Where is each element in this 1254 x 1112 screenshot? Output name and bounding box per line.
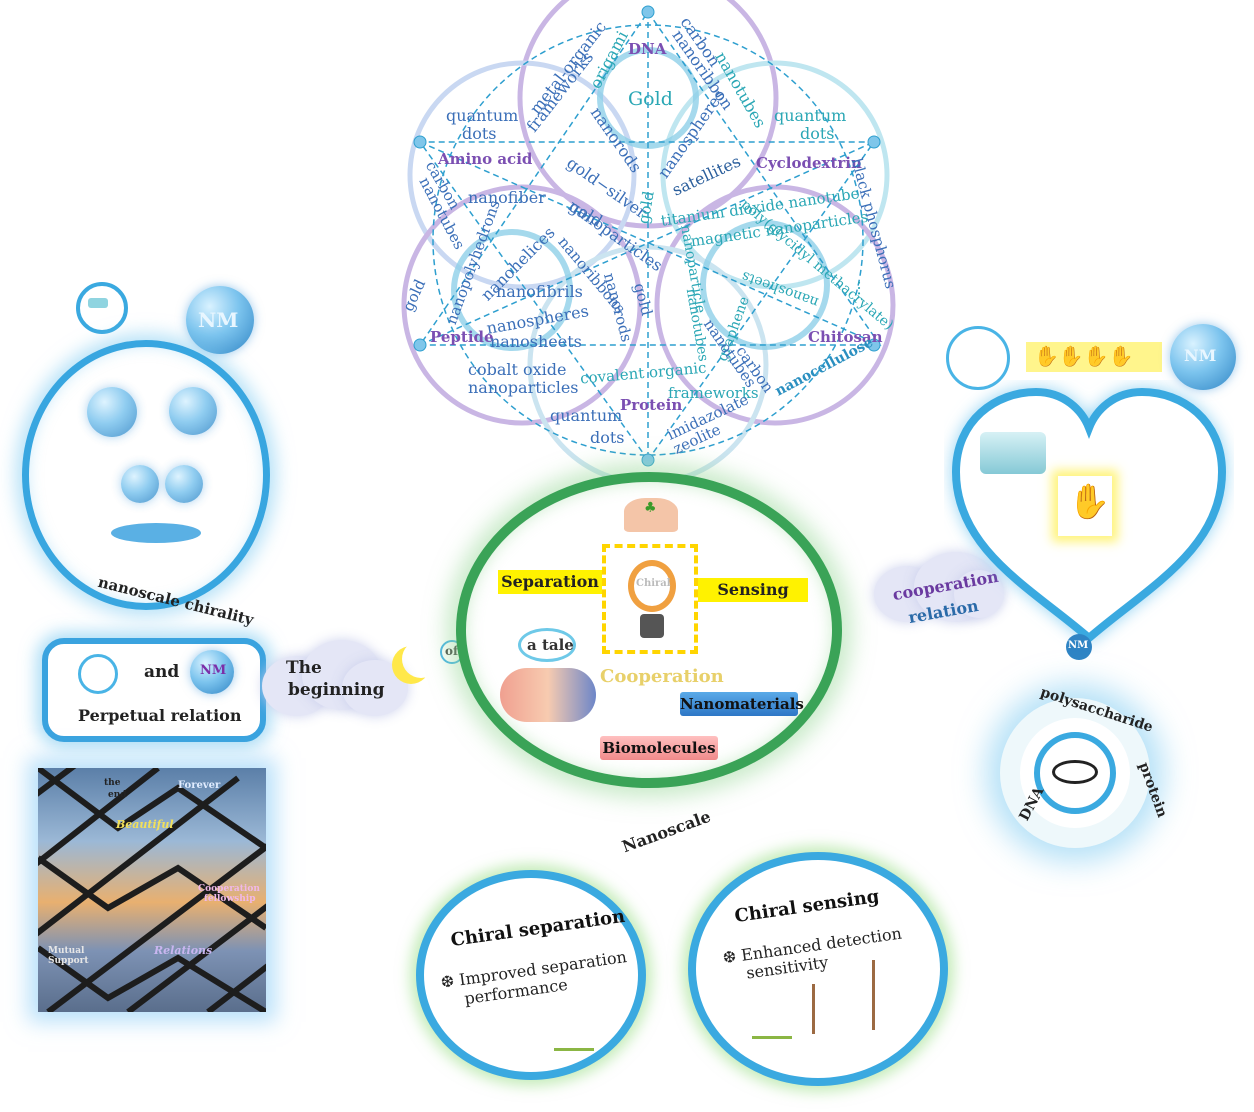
cyclodextrin-cone-icon	[980, 432, 1046, 474]
category-amino-acid: Amino acid	[438, 150, 533, 168]
ear-left-biomolecule	[76, 282, 128, 334]
beginning-label-2: beginning	[288, 680, 385, 700]
sprout-icon	[554, 1018, 594, 1051]
bottom-section: Nanoscale Chiral separation ❆ Improved s…	[400, 806, 960, 1110]
handshake-icon	[500, 668, 596, 722]
nanosphere-icon-2	[169, 387, 217, 435]
nanosphere-icon-4	[165, 465, 203, 503]
young-tree-icon	[872, 960, 905, 1030]
relation-collage: Forever the end Beautiful Cooperation fe…	[38, 768, 266, 1012]
term-frameworks-bottom: frameworks	[668, 384, 759, 402]
moon-icon	[402, 640, 440, 678]
term-quantum-right: quantum	[774, 106, 847, 125]
collage-mutual: Mutual	[48, 946, 85, 956]
perpetual-relation-label: Perpetual relation	[78, 706, 242, 725]
cooperation-circle: ♣ Chiral Separation Sensing a tale Coope…	[456, 472, 842, 788]
right-panel: ✋✋✋✋ NM cooperation relation ✋ NM polysa…	[840, 320, 1250, 860]
nanoscale-label: Nanoscale	[619, 806, 714, 857]
collage-fellowship: fellowship	[204, 894, 256, 904]
hands-strip: ✋✋✋✋	[1026, 342, 1162, 372]
chiral-separation-title: Chiral separation	[449, 905, 627, 952]
chiral-separation-circle: Chiral separation ❆ Improved separation …	[416, 870, 646, 1080]
collage-the: the	[104, 778, 121, 788]
nm-tip-label: NM	[1068, 640, 1089, 651]
web-rings-svg	[401, 0, 896, 480]
a-tale-bubble: a tale	[518, 628, 576, 662]
term-quantum-left: quantum	[446, 106, 519, 125]
chiral-label: Chiral	[636, 578, 671, 589]
cloud-part	[342, 660, 408, 716]
nm-label-right: NM	[1184, 346, 1217, 365]
term-nanofiber: nanofiber	[468, 188, 546, 207]
term-cobalt-oxide: cobalt oxide	[468, 360, 567, 379]
collage-relations: Relations	[154, 944, 213, 957]
category-protein: Protein	[620, 396, 683, 414]
cyclodextrin-icon	[88, 298, 108, 308]
and-label: and	[144, 662, 180, 682]
nanosphere-icon-3	[121, 465, 159, 503]
cooperation-label: Cooperation	[600, 666, 724, 687]
biomolecule-mini-icon	[78, 654, 118, 694]
term-dots-bottom: dots	[590, 428, 625, 447]
collage-beautiful: Beautiful	[116, 818, 174, 831]
nanomaterial-web: DNA Amino acid Cyclodextrin Peptide Chit…	[0, 0, 1254, 480]
lightbulb-icon: Chiral	[628, 560, 676, 612]
sapling-icon	[812, 984, 845, 1034]
nm-small-ball: NM	[190, 650, 234, 694]
cloud-part	[954, 570, 1004, 618]
clover-icon: ♣	[644, 500, 657, 516]
collage-support: Support	[48, 956, 89, 966]
nm-small-label: NM	[200, 663, 227, 678]
separation-tag: Separation	[498, 570, 602, 594]
biomolecules-tag: Biomolecules	[600, 736, 718, 760]
term-dots-right: dots	[800, 124, 835, 143]
biomolecule-mini-right	[946, 326, 1010, 390]
nanomaterials-tag: Nanomaterials	[680, 692, 804, 716]
term-quantum-bottom: quantum	[550, 406, 623, 425]
category-dna: DNA	[628, 40, 667, 58]
term-ellipsis: …	[854, 280, 873, 296]
eye-inner-ring	[1034, 732, 1116, 814]
chiral-sensing-title: Chiral sensing	[733, 885, 881, 928]
bulb-base-icon	[640, 614, 664, 638]
collage-forever: Forever	[178, 780, 221, 791]
sprout-icon-1	[752, 1012, 792, 1039]
category-peptide: Peptide	[430, 328, 494, 346]
helix-disk-icon	[111, 523, 201, 543]
chain-fence-svg	[38, 768, 266, 1012]
sensing-tag: Sensing	[698, 578, 808, 602]
hands-clover-icon: ♣	[624, 498, 678, 532]
eye-icon	[1052, 760, 1098, 784]
collage-cooperation: Cooperation	[198, 884, 260, 894]
chiral-sensing-circle: Chiral sensing ❆ Enhanced detection sens…	[688, 852, 948, 1086]
term-nanosheets-bottom: nanosheets	[490, 332, 582, 351]
bear-face-circle	[22, 340, 270, 610]
category-chitosan: Chitosan	[808, 328, 883, 346]
category-cyclodextrin: Cyclodextrin	[756, 154, 862, 172]
nanosphere-icon-1	[87, 387, 137, 437]
beginning-cloud: The beginning	[262, 636, 412, 726]
nm-ball-left: NM	[186, 286, 254, 354]
hand-icon: ✋	[1068, 482, 1111, 522]
perpetual-relation-box: and NM Perpetual relation	[42, 638, 266, 742]
term-nanofibrils: nanofibrils	[496, 282, 583, 301]
term-gold-center: Gold	[628, 88, 673, 110]
nm-label: NM	[198, 308, 239, 332]
bulb-frame: Chiral	[602, 544, 698, 654]
term-dots-left: dots	[462, 124, 497, 143]
left-panel: NM nanoscale chirality and NM Perpetual …	[0, 270, 300, 1030]
highlighted-hand-icon: ✋	[1058, 476, 1112, 536]
hand-icons: ✋✋✋✋	[1034, 344, 1134, 368]
collage-end: end	[108, 790, 127, 800]
of-label: of	[445, 644, 459, 658]
nm-tip-ball: NM	[1066, 634, 1092, 660]
beginning-label-1: The	[286, 658, 322, 678]
nm-ball-right: NM	[1170, 324, 1236, 390]
term-nanoparticles-co: nanoparticles	[468, 378, 579, 397]
a-tale-label: a tale	[527, 636, 574, 654]
